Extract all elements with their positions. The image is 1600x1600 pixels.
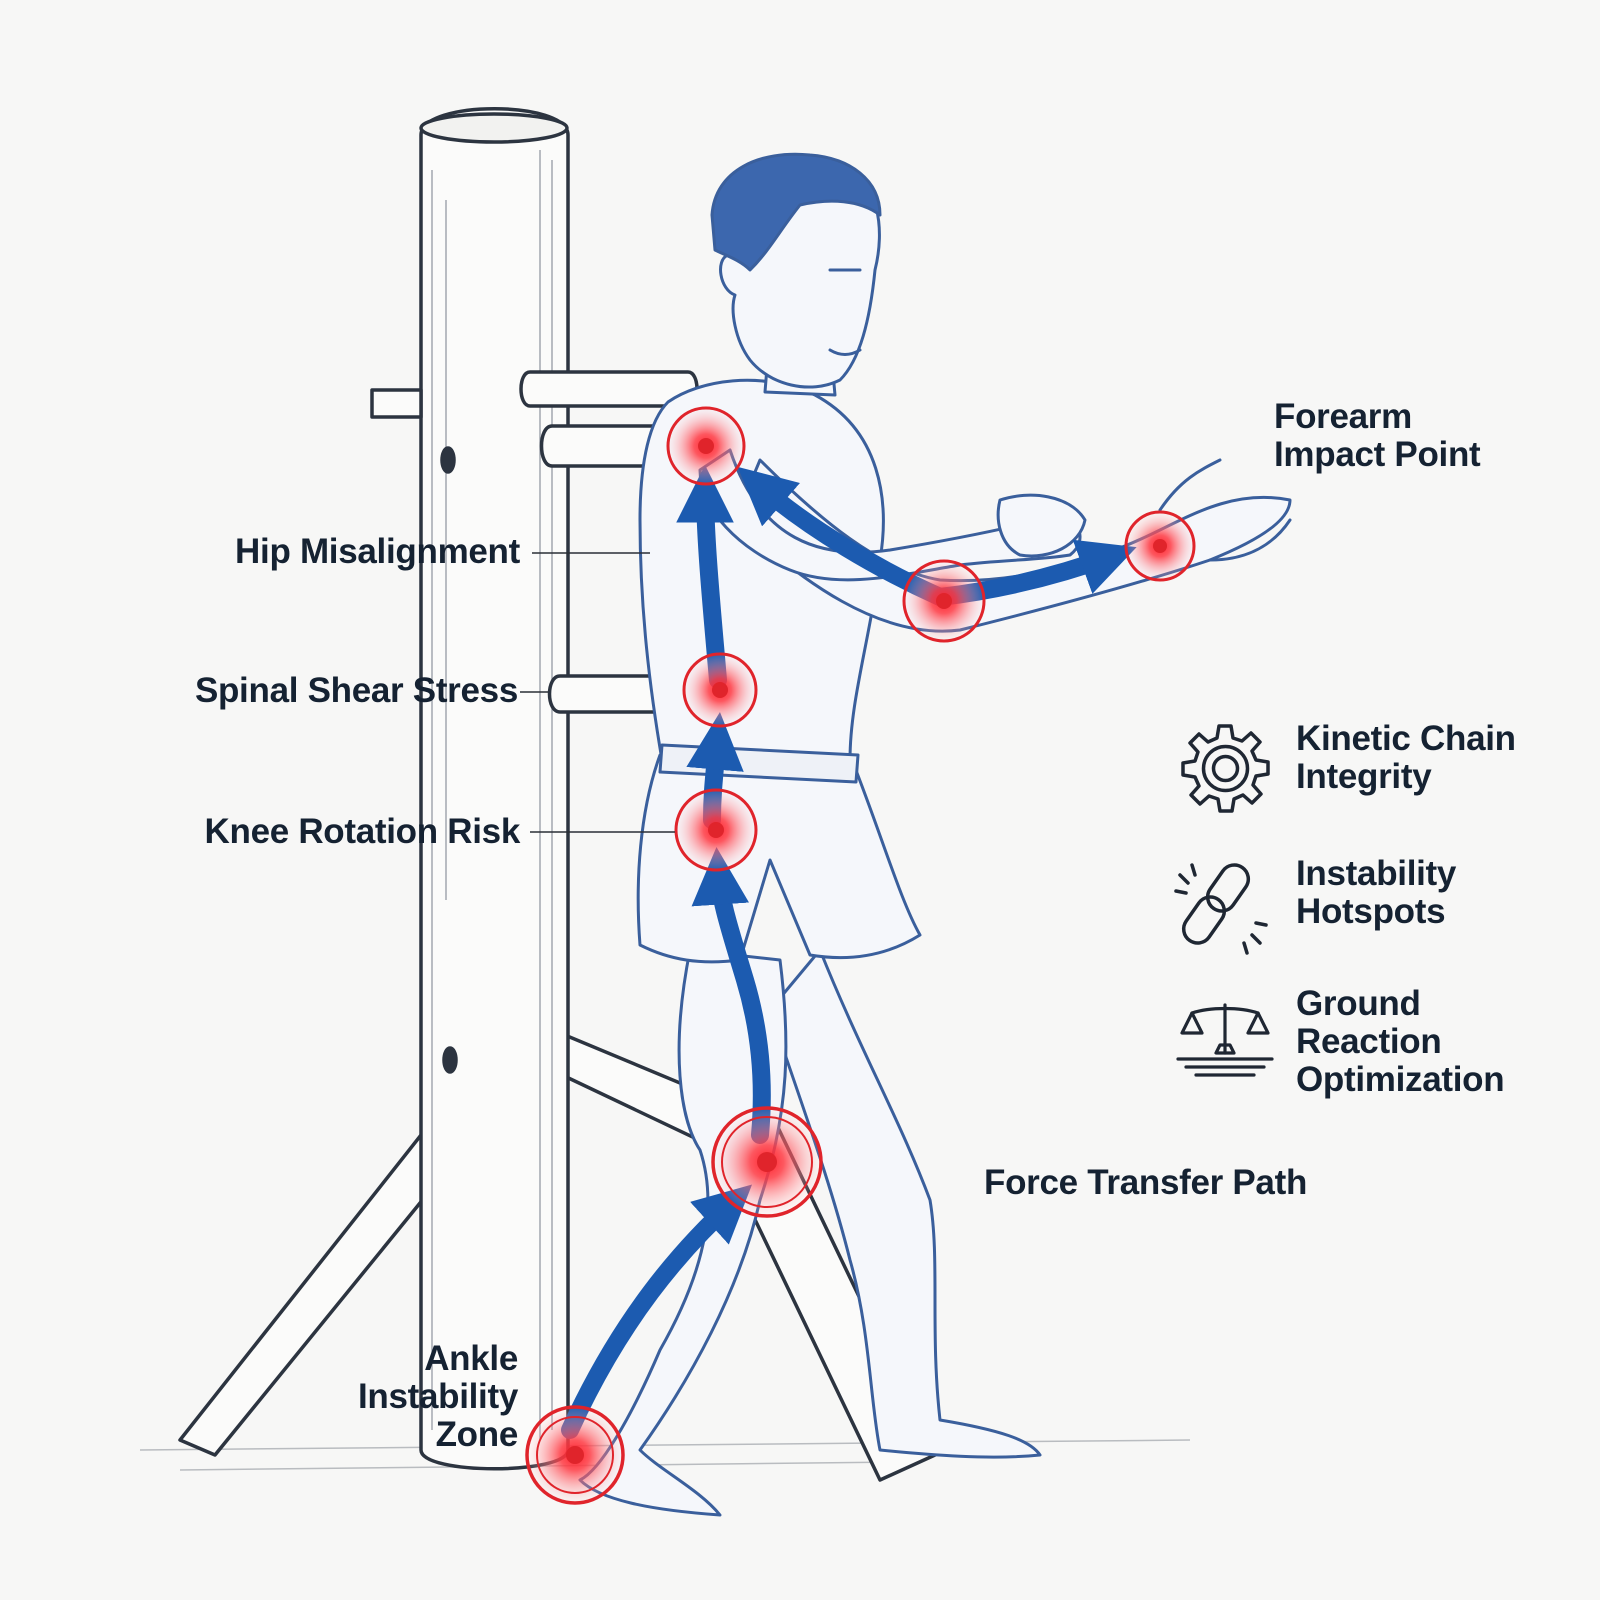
dummy-left-arm xyxy=(370,388,423,419)
hotspot-wrist xyxy=(1124,510,1196,582)
label-hip-misalignment: Hip Misalignment xyxy=(235,532,520,571)
hotspot-shoulder xyxy=(666,406,746,486)
label-knee-rotation-risk: Knee Rotation Risk xyxy=(204,812,521,851)
figure-back-leg xyxy=(768,948,1042,1459)
gear-icon xyxy=(1181,724,1270,813)
label-forearm-impact-point: Forearm Impact Point xyxy=(1274,397,1481,474)
balance-scale-icon xyxy=(1176,1003,1274,1077)
hotspots xyxy=(525,406,1196,1505)
label-spinal-shear-stress: Spinal Shear Stress xyxy=(194,671,518,710)
hotspot-ankle xyxy=(525,1405,625,1505)
legend-ground-reaction-optimization: Ground Reaction Optimization xyxy=(1170,985,1590,1099)
dummy-post xyxy=(419,107,570,1471)
legend-kinetic-chain-integrity: Kinetic Chain Integrity xyxy=(1170,720,1590,830)
force-arrow-knee-hip xyxy=(691,847,771,1144)
legend-instability-hotspots: Instability Hotspots xyxy=(1170,855,1590,965)
figure-hair xyxy=(710,152,882,272)
hotspot-elbow xyxy=(902,559,986,643)
figure-shorts xyxy=(636,753,922,964)
leader-lines xyxy=(520,552,675,833)
hotspot-spine xyxy=(682,652,758,728)
hotspot-knee xyxy=(711,1106,823,1218)
broken-chain-icon xyxy=(1174,863,1268,955)
hotspot-hip xyxy=(674,788,758,872)
label-ankle-instability-zone: Ankle Instability Zone xyxy=(357,1339,518,1454)
force-arrow-ankle-knee xyxy=(561,1184,753,1439)
label-force-transfer-path: Force Transfer Path xyxy=(984,1163,1308,1202)
